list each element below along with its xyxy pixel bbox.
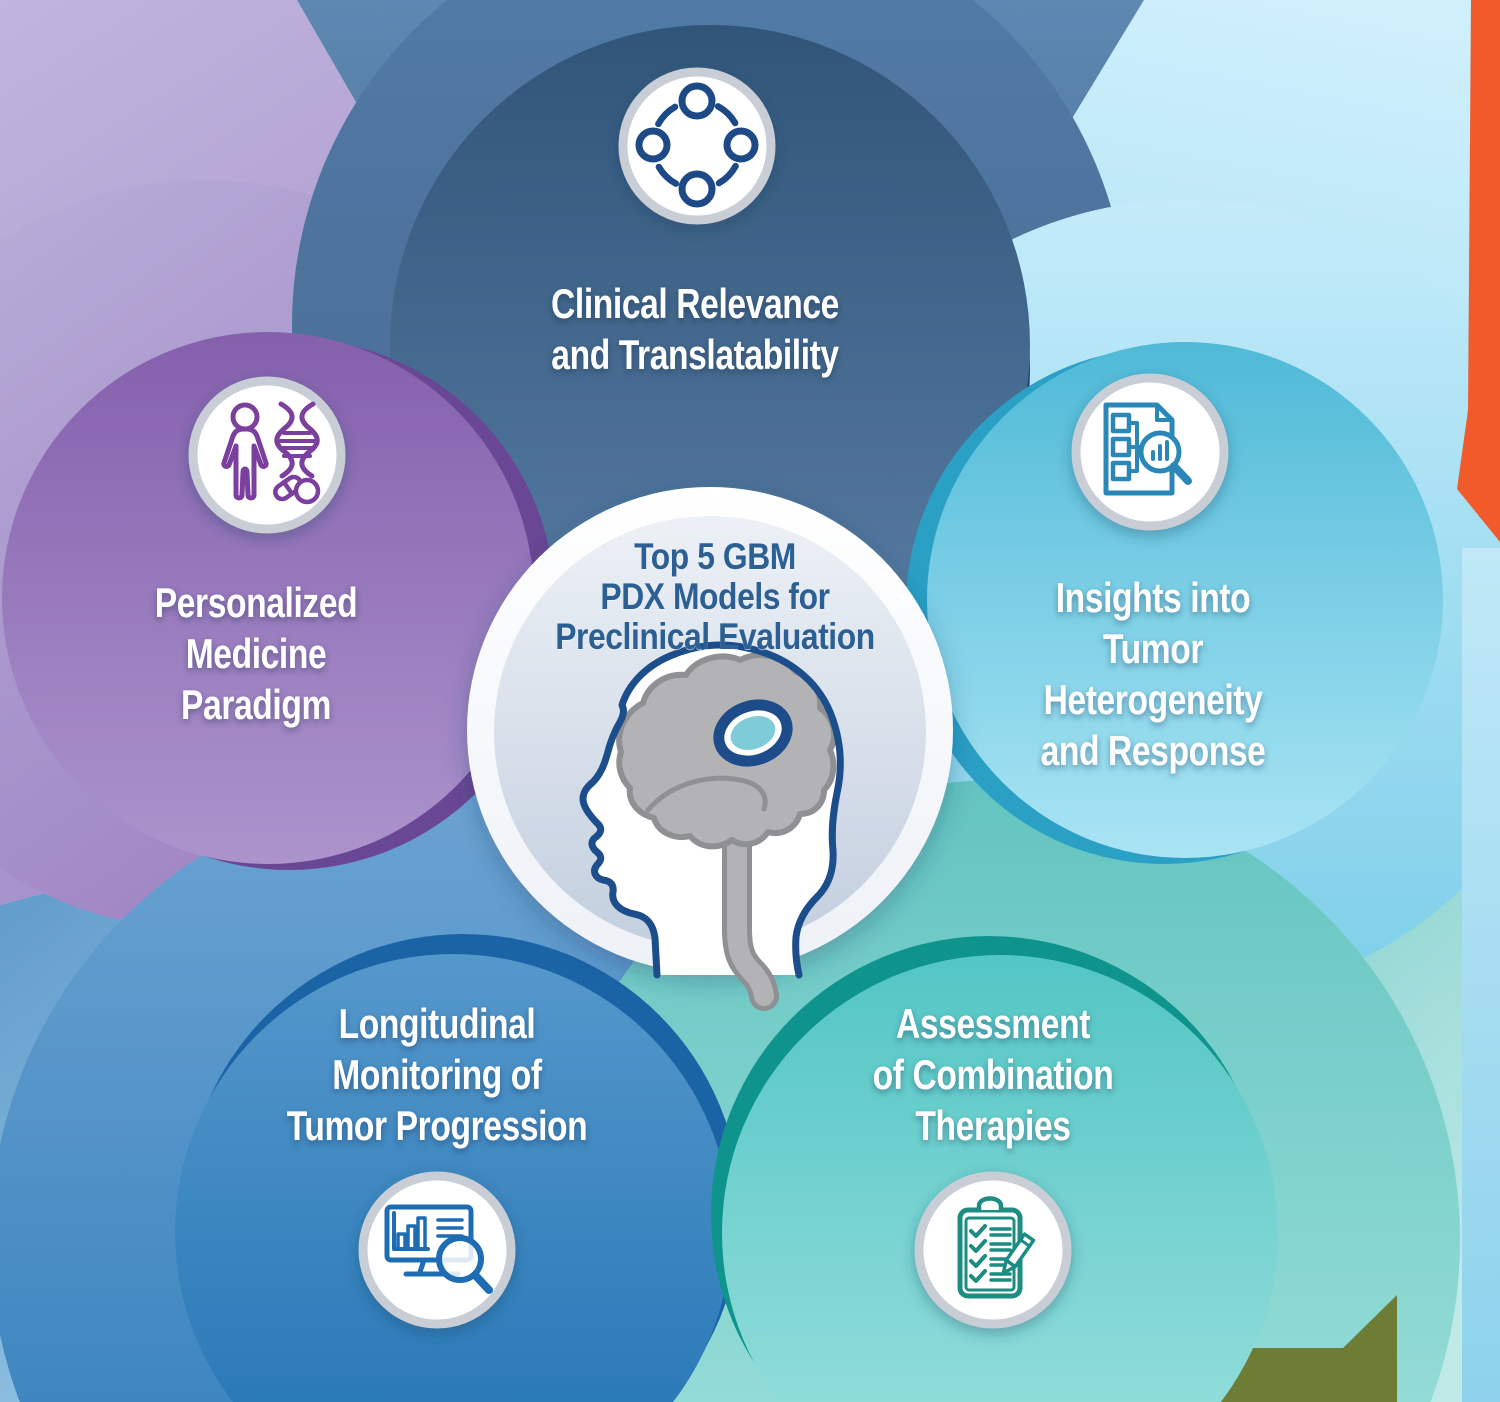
petal-right-circle <box>927 342 1443 858</box>
person-dna-pills-icon <box>221 401 321 505</box>
petal-top-circle <box>390 25 1030 665</box>
petal-label-longitudinal-monitoring: Longitudinal Monitoring of Tumor Progres… <box>286 1000 588 1149</box>
petal-label-personalized-medicine: Personalized Medicine Paradigm <box>154 579 358 728</box>
center-title: Top 5 GBM PDX Models for Preclinical Eva… <box>530 537 900 657</box>
network-cycle-icon <box>635 82 759 208</box>
center-title-line: Top 5 GBM <box>634 536 796 577</box>
checklist-pencil-icon <box>957 1196 1036 1299</box>
medallion-left <box>188 376 346 534</box>
tumor-mark <box>713 699 793 767</box>
center-title-line: Preclinical Evaluation <box>555 616 875 657</box>
brain-cleft <box>645 775 768 813</box>
head-brain-illustration <box>579 641 844 1011</box>
petal-label-combination-therapies: Assessment of Combination Therapies <box>872 1000 1114 1149</box>
sky-strip <box>1462 548 1500 1402</box>
head-profile-outline <box>579 641 844 979</box>
monitor-chart-magnifier-icon <box>384 1204 493 1294</box>
petal-left-circle <box>2 332 534 864</box>
document-chart-magnifier-icon <box>1103 402 1192 496</box>
orange-ribbon <box>1457 0 1500 542</box>
petal-label-clinical-relevance: Clinical Relevance and Translatability <box>551 280 839 378</box>
petal-label-tumor-heterogeneity: Insights into Tumor Heterogeneity and Re… <box>1040 574 1266 774</box>
medallion-top <box>618 67 776 225</box>
brain-stem <box>727 830 774 1006</box>
center-title-line: PDX Models for <box>600 576 830 617</box>
petal-circles <box>2 25 1443 1402</box>
